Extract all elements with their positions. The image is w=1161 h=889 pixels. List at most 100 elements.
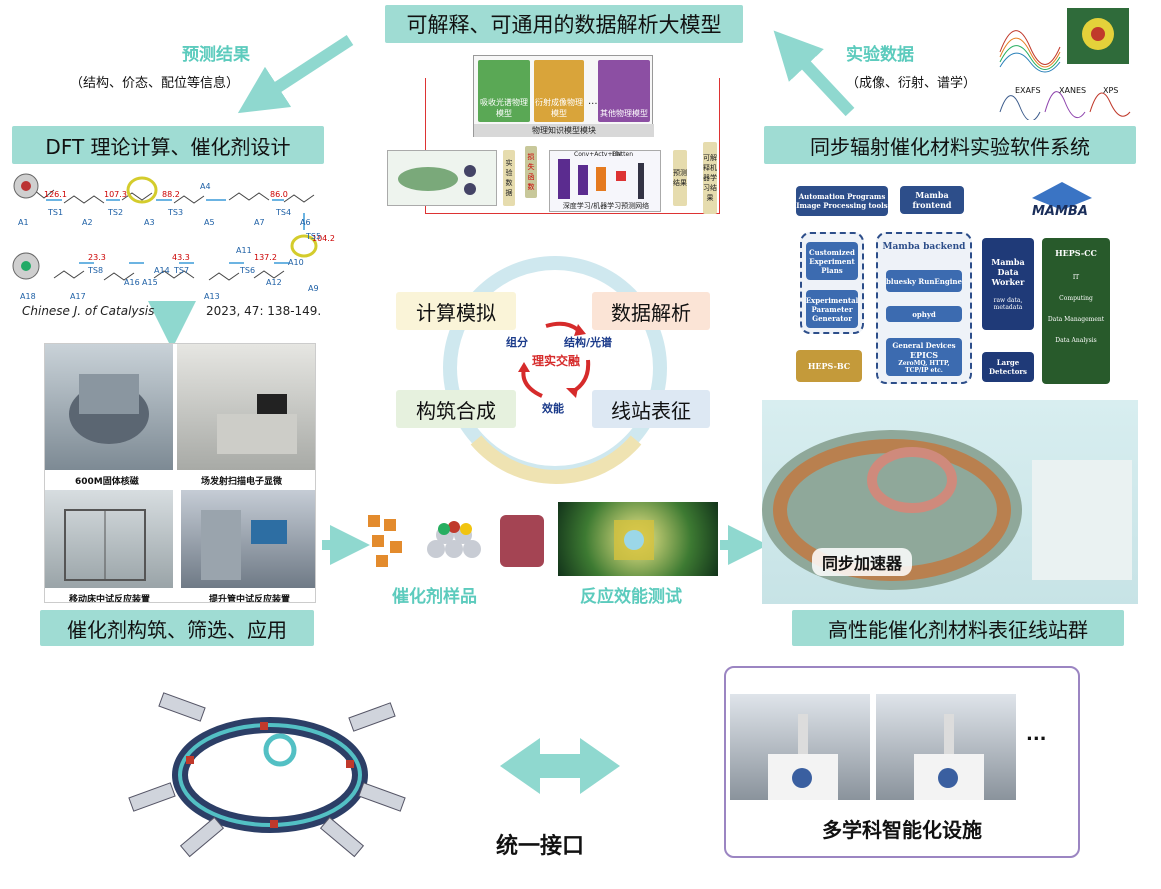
frontend-box: Mamba frontend xyxy=(900,186,964,214)
photo-moving-bed xyxy=(45,490,173,588)
caption-nmr: 600M固体核磁 xyxy=(75,477,139,487)
net-layer-3 xyxy=(596,167,606,191)
sync-software-box: 同步辐射催化材料实验软件系统 xyxy=(764,126,1136,164)
catalyst-sample-images xyxy=(364,505,554,577)
photo-sem xyxy=(177,344,315,470)
xanes-label: XANES xyxy=(1059,86,1087,95)
energy-1: 126.1 xyxy=(44,190,67,199)
net-layer-5 xyxy=(638,163,644,199)
structure-image xyxy=(387,150,497,206)
photo-nmr xyxy=(45,344,173,470)
unified-interface-label: 统一接口 xyxy=(496,834,585,859)
caption-riser: 提升管中试反应装置 xyxy=(209,595,291,603)
arrow-to-model xyxy=(773,30,855,117)
accelerator-label: 同步加速器 xyxy=(812,548,913,576)
layer-flatten-label: Flatten xyxy=(612,151,633,158)
generator-box: Experimental Parameter Generator xyxy=(806,290,858,328)
module-title: 物理知识模型模块 xyxy=(474,124,654,137)
absorption-model: 吸收光谱物理模型 xyxy=(478,60,530,122)
epics-box: General Devices EPICS ZeroMQ, HTTP, TCP/… xyxy=(886,338,962,376)
reaction-test-image xyxy=(558,502,718,576)
robot-photo-2 xyxy=(876,694,1016,800)
heps-cc-title: HEPS-CC xyxy=(1055,248,1097,258)
network-box: Conv+Actv+BN Flatten 深度学习/机器学习预测网络 xyxy=(549,150,661,212)
caption-sem: 场发射扫描电子显微 xyxy=(201,477,283,487)
cycle-comp: 组分 xyxy=(506,336,528,349)
mol-label-A12: A12 xyxy=(266,278,282,287)
mol-label-A9: A9 xyxy=(308,284,319,293)
predict-tag: 预测结果 xyxy=(673,150,687,206)
mol-label-A15: A15 xyxy=(142,278,158,287)
cycle-red-arrows xyxy=(518,321,591,398)
mol-label-A6: A6 xyxy=(300,218,311,227)
facility-label: 多学科智能化设施 xyxy=(822,818,982,842)
diffraction-model: 衍射成像物理模型 xyxy=(534,60,584,122)
predict-title: 预测结果 xyxy=(182,45,250,65)
reaction-pathway: 126.1 107.3 88.2 86.0 104.2 137.2 43.3 2… xyxy=(4,168,335,304)
plans-box: Customized Experiment Plans xyxy=(806,242,858,280)
mol-label-TS8: TS8 xyxy=(88,266,104,275)
ophyd-box: ophyd xyxy=(886,306,962,322)
citation-ref: 2023, 47: 138-149. xyxy=(206,304,322,318)
cc-item-dm: Data Management xyxy=(1047,316,1105,323)
mol-label-TS5: TS5 xyxy=(306,232,322,241)
facility-panel: ... 多学科智能化设施 xyxy=(724,666,1080,858)
mol-label-A17: A17 xyxy=(70,292,86,301)
experiment-subtitle: （成像、衍射、谱学） xyxy=(846,76,977,91)
model-ellipsis: ... xyxy=(588,96,598,107)
energy-3: 88.2 xyxy=(162,190,180,199)
plans-group: Customized Experiment Plans Experimental… xyxy=(800,232,864,334)
photo-riser xyxy=(181,490,315,588)
red-loop xyxy=(425,78,720,214)
heps-cc-box: HEPS-CC IT Computing Data Management Dat… xyxy=(1042,238,1110,384)
mol-label-A3: A3 xyxy=(144,218,155,227)
physics-module: 吸收光谱物理模型 衍射成像物理模型 ... 其他物理模型 物理知识模型模块 xyxy=(473,55,654,137)
experiment-title: 实验数据 xyxy=(846,45,914,65)
beamline-group-box: 高性能催化剂材料表征线站群 xyxy=(792,610,1124,646)
worker-sub: raw data, metadata xyxy=(993,297,1023,311)
storage-ring-image xyxy=(120,680,420,880)
dft-box: DFT 理论计算、催化剂设计 xyxy=(12,126,324,164)
equipment-photos: 600M固体核磁 场发射扫描电子显微 移动床中试反应装置 提升管中试反应装置 xyxy=(44,343,316,603)
automation-box: Automation Programs Image Processing too… xyxy=(796,186,888,216)
data-analysis-box: 数据解析 xyxy=(592,292,710,330)
cc-item-da: Data Analysis xyxy=(1055,337,1097,344)
cycle-ring xyxy=(443,256,667,484)
net-layer-4 xyxy=(616,171,626,181)
energy-2: 107.3 xyxy=(104,190,127,199)
worker-box: Mamba Data Worker raw data, metadata xyxy=(982,238,1034,330)
cycle-struct: 结构/光谱 xyxy=(564,336,613,349)
citation-journal: Chinese J. of Catalysis xyxy=(22,304,155,318)
energy-5: 104.2 xyxy=(312,234,335,243)
synthesis-box: 构筑合成 xyxy=(396,390,516,428)
mamba-diagram: Automation Programs Image Processing too… xyxy=(796,182,1136,386)
facility-ellipsis: ... xyxy=(1026,724,1047,745)
caption-moving: 移动床中试反应装置 xyxy=(69,595,151,603)
layer-conv-label: Conv+Actv+BN xyxy=(574,151,622,158)
reaction-pathway-drawing xyxy=(12,173,318,281)
epics-name: EPICS xyxy=(910,349,938,360)
mol-label-A4: A4 xyxy=(200,182,211,191)
mamba-logo-text: MAMBA xyxy=(1032,204,1088,219)
mol-label-TS1: TS1 xyxy=(48,208,64,217)
catalyst-sample-label: 催化剂样品 xyxy=(392,587,477,607)
bluesky-box: bluesky RunEngine xyxy=(886,270,962,292)
mol-label-A13: A13 xyxy=(204,292,220,301)
cycle-perf: 效能 xyxy=(542,402,564,415)
explain-tag: 可解释机器学习结果 xyxy=(703,142,717,214)
catalyst-build-box: 催化剂构筑、筛选、应用 xyxy=(40,610,314,646)
exp-data-tag: 实验数据 xyxy=(503,150,515,206)
arrow-to-predict xyxy=(237,34,354,114)
mol-label-A1: A1 xyxy=(18,218,29,227)
mamba-logo: MAMBA xyxy=(1032,182,1092,222)
mol-label-A2: A2 xyxy=(82,218,93,227)
large-detectors-box: Large Detectors xyxy=(982,352,1034,382)
experiment-charts: EXAFS XANES XPS xyxy=(995,2,1135,122)
spectra-plots xyxy=(999,8,1131,122)
exafs-label: EXAFS xyxy=(1015,86,1041,95)
calc-sim-box: 计算模拟 xyxy=(396,292,516,330)
energy-4: 86.0 xyxy=(270,190,288,199)
worker-name: Mamba Data Worker xyxy=(991,257,1025,287)
backend-label: Mamba backend xyxy=(882,242,966,252)
heps-bc-box: HEPS-BC xyxy=(796,350,862,382)
